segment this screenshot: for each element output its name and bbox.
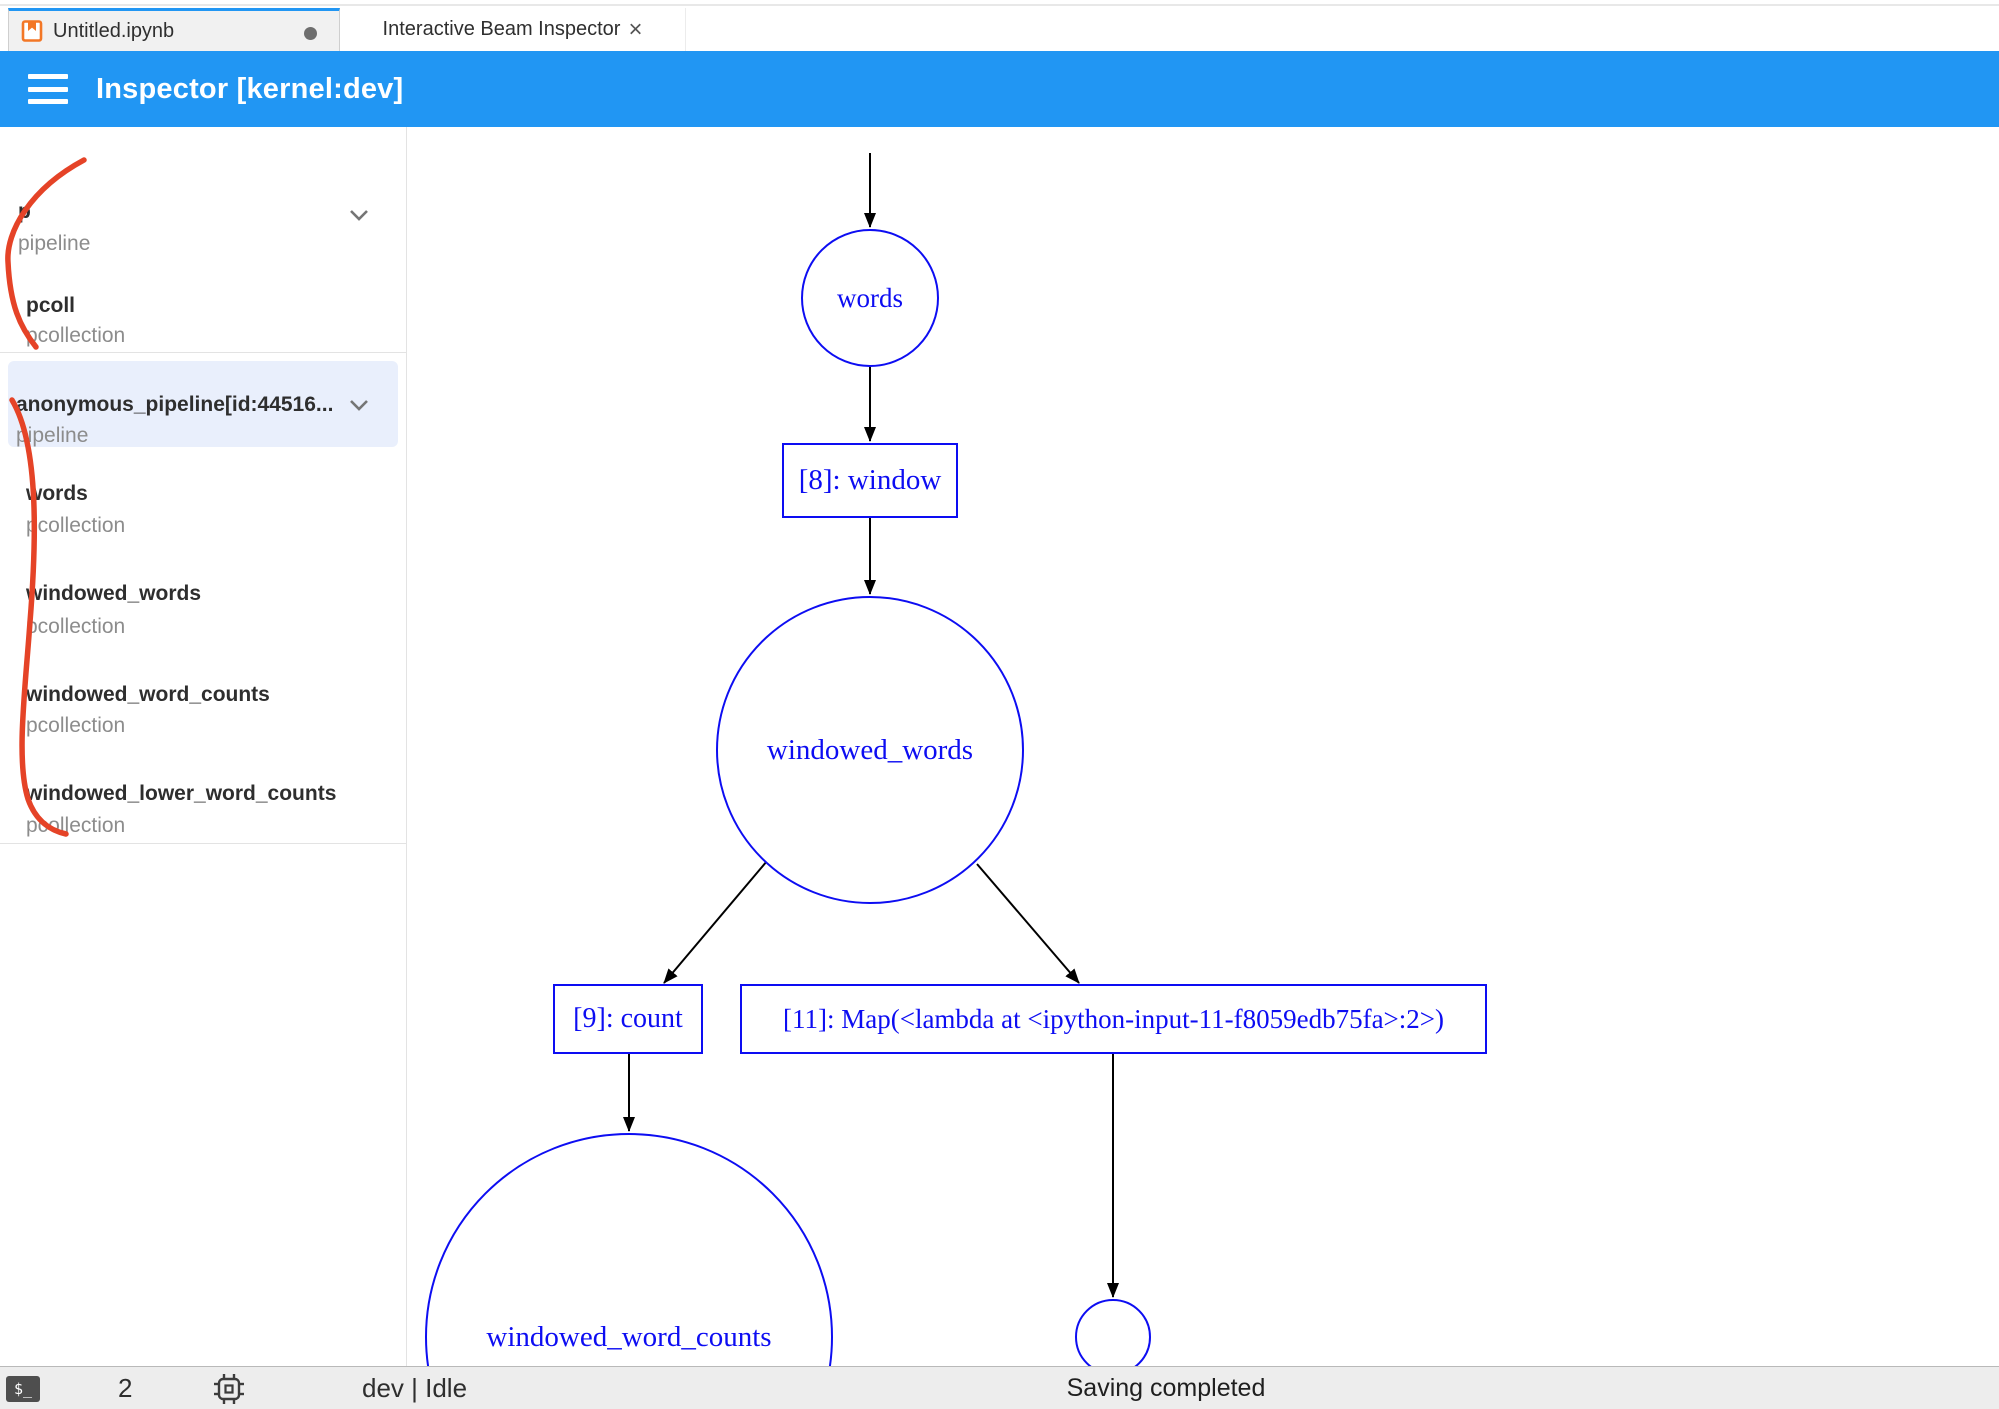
kernel-status[interactable]: dev | Idle <box>362 1373 468 1403</box>
sidebar-item-pcoll[interactable]: pcoll <box>26 294 76 317</box>
dag-node-windowed-words: windowed_words <box>716 596 1024 904</box>
sidebar-item-type: pcollection <box>26 615 126 638</box>
hamburger-menu-icon[interactable] <box>28 74 68 104</box>
sidebar-main-divider <box>406 127 407 1366</box>
terminal-count[interactable]: 2 <box>118 1373 133 1403</box>
unsaved-changes-dot-icon <box>304 27 317 40</box>
kernel-chip-icon[interactable] <box>212 1372 246 1406</box>
sidebar-item-windowed-word-counts[interactable]: windowed_word_counts <box>26 683 270 706</box>
sidebar-item-type: pipeline <box>16 424 89 447</box>
inspector-header: Inspector [kernel:dev] <box>0 51 1999 127</box>
sidebar-item-windowed-lower-word-counts[interactable]: windowed_lower_word_counts <box>26 782 337 805</box>
tab-label: Untitled.ipynb <box>53 19 175 42</box>
window-top-divider <box>0 4 1999 6</box>
tab-label: Interactive Beam Inspector <box>382 18 621 40</box>
sidebar-section-divider <box>0 352 406 353</box>
page-title: Inspector [kernel:dev] <box>96 72 404 105</box>
sidebar-item-windowed-words[interactable]: windowed_words <box>26 582 202 605</box>
sidebar-item-p[interactable]: p <box>18 200 31 223</box>
dag-edges <box>623 153 1119 1298</box>
dag-node-anonymous-pcollection <box>1075 1299 1151 1366</box>
sidebar-item-type: pcollection <box>26 714 126 737</box>
tab-bar: Untitled.ipynb Interactive Beam Inspecto… <box>0 8 1999 51</box>
selected-item-highlight <box>8 361 398 447</box>
sidebar-item-type: pcollection <box>26 514 126 537</box>
dag-node-count: [9]: count <box>553 984 703 1054</box>
chevron-down-icon[interactable] <box>344 390 374 420</box>
pipeline-sidebar: p pipeline pcoll pcollection anonymous_p… <box>0 127 406 844</box>
tab-interactive-beam-inspector[interactable]: Interactive Beam Inspector × <box>340 8 686 51</box>
dag-node-map-lambda: [11]: Map(<lambda at <ipython-input-11-f… <box>740 984 1487 1054</box>
sidebar-item-words[interactable]: words <box>26 482 88 505</box>
chevron-down-icon[interactable] <box>344 200 374 230</box>
close-tab-icon[interactable]: × <box>628 15 643 43</box>
tab-untitled-notebook[interactable]: Untitled.ipynb <box>8 8 340 51</box>
terminal-icon[interactable]: $_ <box>6 1376 40 1402</box>
dag-node-window: [8]: window <box>782 443 958 518</box>
sidebar-item-type: pipeline <box>18 232 91 255</box>
status-bar: $_ 2 dev | Idle Saving completed <box>0 1366 1999 1409</box>
dag-node-words: words <box>801 229 939 367</box>
sidebar-item-anonymous-pipeline[interactable]: anonymous_pipeline[id:44516... <box>16 393 334 416</box>
sidebar-item-type: pcollection <box>26 814 126 837</box>
sidebar-item-type: pcollection <box>26 324 126 347</box>
status-message: Saving completed <box>1066 1374 1266 1402</box>
pipeline-dag: words [8]: window windowed_words [9]: co… <box>407 127 1999 1366</box>
notebook-icon <box>21 20 43 42</box>
